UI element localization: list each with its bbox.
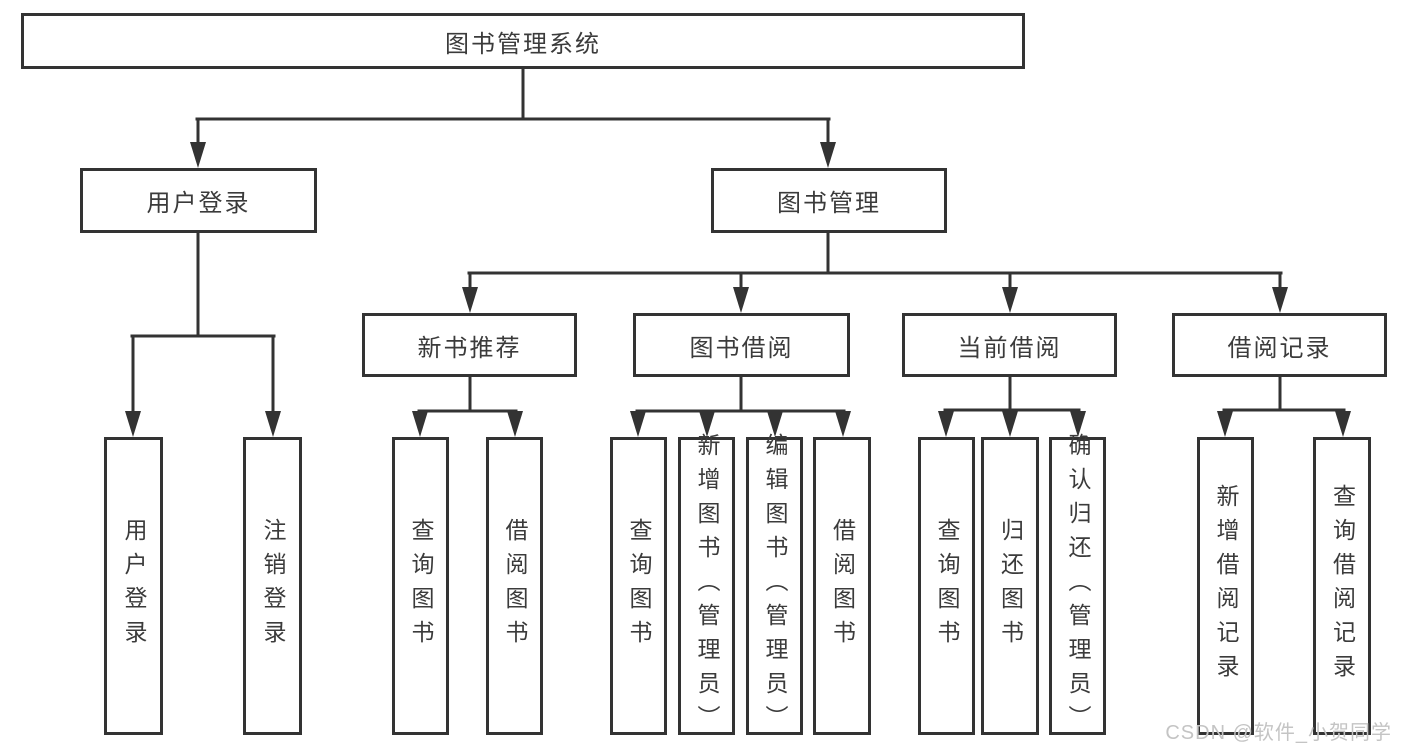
node-label: 新书推荐	[417, 334, 522, 362]
node-label: 图书管理系统	[445, 30, 601, 58]
leaf-cb-confirm-return-admin: 确认归还（管理员）	[1049, 433, 1106, 739]
node-label: 编辑图书（管理员）	[762, 433, 788, 739]
watermark: CSDN @软件_小贺同学	[1165, 722, 1392, 744]
node-label: 新增图书（管理员）	[694, 433, 720, 739]
leaf-nb-borrow-books: 借阅图书	[486, 437, 543, 735]
node-label: 新增借阅记录	[1213, 484, 1239, 688]
node-library-management-system: 图书管理系统	[21, 13, 1025, 69]
node-label: 当前借阅	[957, 334, 1062, 362]
leaf-bb-add-books-admin: 新增图书（管理员）	[678, 433, 735, 739]
node-label: 图书管理	[777, 190, 881, 217]
node-book-borrowing: 图书借阅	[633, 313, 850, 377]
node-current-borrowing: 当前借阅	[902, 313, 1117, 377]
leaf-bb-edit-books-admin: 编辑图书（管理员）	[746, 433, 803, 739]
node-label: 归还图书	[997, 518, 1024, 654]
node-label: 借阅记录	[1227, 334, 1332, 362]
node-label: 借阅图书	[502, 518, 528, 654]
node-label: 查询图书	[626, 518, 652, 654]
node-label: 查询图书	[934, 518, 960, 654]
node-label: 图书借阅	[689, 334, 794, 362]
node-book-management: 图书管理	[711, 168, 947, 233]
node-label: 确认归还（管理员）	[1065, 433, 1091, 739]
node-user-login: 用户登录	[80, 168, 317, 233]
leaf-nb-query-books: 查询图书	[392, 437, 449, 735]
node-new-book-recommendation: 新书推荐	[362, 313, 577, 377]
node-borrowing-records: 借阅记录	[1172, 313, 1387, 377]
node-label: 注销登录	[260, 518, 286, 654]
leaf-cb-return-books: 归还图书	[981, 437, 1039, 735]
node-label: 用户登录	[121, 518, 147, 654]
node-label: 查询借阅记录	[1329, 484, 1356, 688]
leaf-cb-query-books: 查询图书	[918, 437, 975, 735]
leaf-logout-login: 注销登录	[243, 437, 302, 735]
leaf-bb-borrow-books: 借阅图书	[813, 437, 871, 735]
node-label: 借阅图书	[829, 518, 856, 654]
node-label: 用户登录	[146, 190, 251, 217]
node-label: 查询图书	[408, 518, 434, 654]
leaf-br-add-borrow-record: 新增借阅记录	[1197, 437, 1254, 735]
leaf-user-login: 用户登录	[104, 437, 163, 735]
leaf-br-query-borrow-record: 查询借阅记录	[1313, 437, 1371, 735]
leaf-bb-query-books: 查询图书	[610, 437, 667, 735]
